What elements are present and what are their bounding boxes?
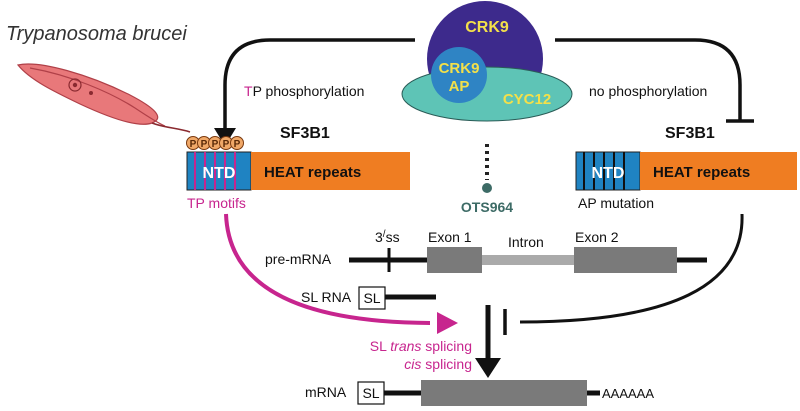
crk9-label: CRK9 [465,19,509,36]
trypanosome-nucleus [89,91,93,95]
trypanosome-illustration [16,63,191,133]
organism-label: Trypanosoma brucei [6,23,187,45]
tp-motifs-label: TP motifs [187,195,246,211]
exon2-label: Exon 2 [575,229,619,245]
trans-splicing-label: SL trans splicing [370,338,472,354]
ap-mutation-label: AP mutation [578,195,654,211]
polya-tail-label: AAAAAA [602,386,654,401]
sf3b1-phosphorylated: SF3B1 NTD HEAT repeats P P P P P TP moti… [186,125,410,211]
left-heat-domain [251,152,410,190]
sf3b1-ap-mutant: SF3B1 NTD HEAT repeats AP mutation [575,125,797,211]
crk9-cyc12-complex: CRK9 CRK9 AP CYC12 [401,1,573,122]
phosphorylation-arrow [223,38,415,132]
splice-site-label: 3/ss [375,229,400,245]
intron-block [482,255,574,265]
mrna-label: mRNA [305,384,347,400]
exon2-block [574,247,677,273]
phospho-site-label: P [234,139,241,150]
sl-rna-box-label: SL [363,290,380,306]
left-ntd-label: NTD [203,165,236,182]
right-heat-domain [640,152,797,190]
phosphorylation-label-t: T [244,83,253,99]
exon1-block [427,247,482,273]
trypanosome-tail [151,122,191,133]
right-heat-label: HEAT repeats [653,164,750,181]
sl-rna-label: SL RNA [301,289,352,305]
phospho-site-label: P [212,139,219,150]
phospho-site-label: P [223,139,230,150]
cyc12-label: CYC12 [503,91,551,108]
tp-motifs-rest: motifs [205,195,246,211]
phospho-site-label: P [190,139,197,150]
no-phosphorylation-label: no phosphorylation [589,83,707,99]
left-heat-label: HEAT repeats [264,164,361,181]
phosphorylation-label: TP phosphorylation [244,83,364,99]
sl-rna: SL RNA SL [301,286,436,310]
trypanosome-kinetoplast-ring [68,78,82,92]
trypanosome-body [16,63,159,125]
left-ntd-domain [186,151,252,191]
trans-splicing-arrowhead [437,312,458,334]
right-ntd-label: NTD [592,165,625,182]
tp-motifs-prefix: TP [187,195,205,211]
cis-inhibition-line [519,213,744,324]
pre-mrna: pre-mRNA 3/ss Exon 1 Intron Exon 2 [265,229,707,273]
intron-label: Intron [508,234,544,250]
exon1-label: Exon 1 [428,229,472,245]
inhibitor-label: OTS964 [461,199,513,215]
right-ntd-domain [575,151,641,191]
phospho-site-label: P [201,139,208,150]
mrna: mRNA SL AAAAAA [305,380,654,406]
left-sf3b1-label: SF3B1 [280,125,330,142]
pre-mrna-label: pre-mRNA [265,251,332,267]
mrna-exons-block [421,380,587,406]
mrna-sl-box-label: SL [362,385,379,401]
crk9-ap-label-line1: CRK9 [439,60,480,77]
left-tp-motif-stripes [194,152,236,190]
right-sf3b1-label: SF3B1 [665,125,715,142]
phosphorylation-label-rest: P phosphorylation [253,83,365,99]
right-ap-stripes [583,152,625,190]
splicing-arrowhead [475,358,501,378]
trypanosome-kinetoplast [72,82,78,88]
no-phosphorylation-inhibition-line [555,38,742,120]
crk9-ap-label-line2: AP [449,78,470,95]
phospho-site [230,136,244,150]
cis-splicing-label: cis splicing [404,356,472,372]
inhibitor-dot [482,183,492,193]
trans-splicing-arrow [224,213,431,325]
crk9-ap-circle [431,47,487,103]
phospho-sites: P P P P P [186,136,244,150]
trypanosome-flagellum [29,67,166,127]
